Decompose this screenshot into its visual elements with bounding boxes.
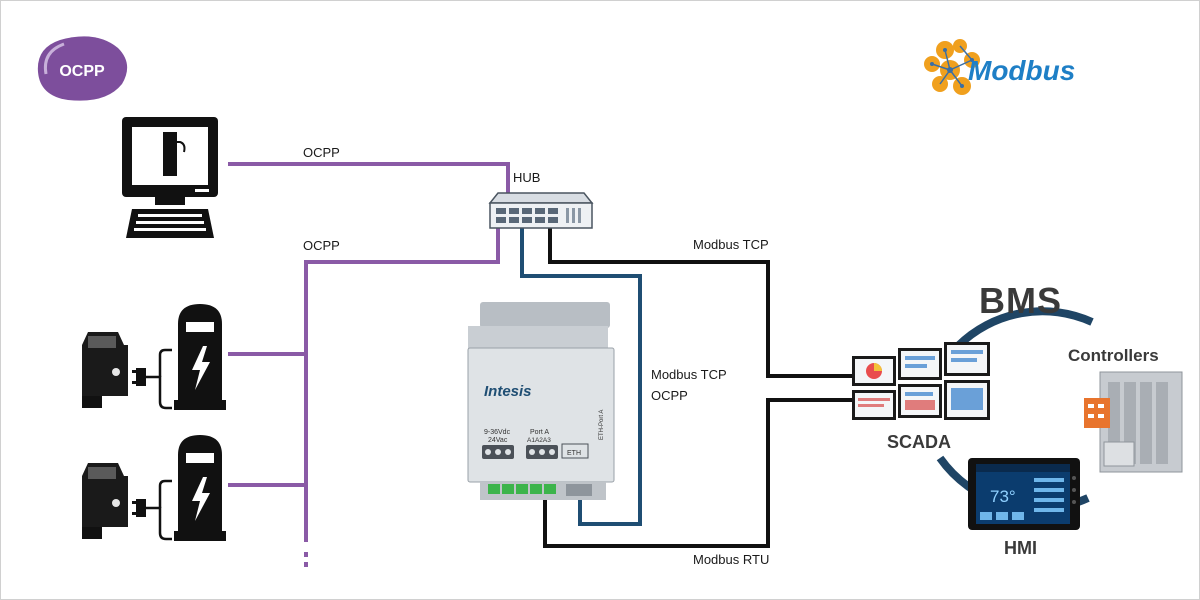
controllers-icon	[1084, 371, 1183, 473]
ocpp-label-top: OCPP	[303, 145, 340, 160]
ocpp-logo-text: OCPP	[59, 63, 105, 80]
modbus-rtu-line	[543, 398, 852, 548]
ocpp-label-gateway: OCPP	[651, 388, 688, 403]
gateway-line	[520, 224, 642, 526]
bms-label: BMS	[979, 280, 1062, 321]
ocpp-label-mid: OCPP	[303, 238, 340, 253]
modbus-lines	[543, 224, 852, 548]
scada-monitors-icon	[852, 342, 990, 420]
scada-label: SCADA	[887, 432, 952, 452]
gateway-power-label: 9-36Vdc	[484, 429, 511, 436]
charging-post-icon	[174, 435, 226, 541]
modbus-tcp-line	[548, 224, 852, 378]
gateway-port-label: Port A	[530, 429, 549, 436]
ocpp-lines	[228, 162, 510, 572]
charging-post-icon	[174, 304, 226, 410]
modbus-tcp-label-gateway: Modbus TCP	[651, 367, 727, 382]
modbus-rtu-label: Modbus RTU	[693, 552, 770, 567]
modbus-logo: Modbus	[924, 39, 1075, 95]
hmi-panel-icon: 73°	[968, 458, 1080, 530]
controllers-label: Controllers	[1068, 346, 1159, 365]
hub-icon	[488, 192, 594, 229]
ocpp-logo: OCPP	[37, 36, 128, 101]
modbus-network-icon	[924, 39, 980, 95]
gateway-eth-port-label: ETH-Port A	[599, 410, 605, 440]
computer-icon	[122, 117, 218, 238]
ev-charger-station-1	[82, 304, 226, 410]
car-icon	[82, 463, 128, 539]
modbus-logo-text: Modbus	[968, 55, 1075, 86]
ocpp-line-hub-chargers	[304, 224, 500, 542]
ocpp-line-computer-hub	[228, 162, 510, 196]
intesis-gateway: Intesis 9-36Vdc 24Vac Port A A1A2A3 ETH …	[467, 302, 615, 500]
plug-icon	[132, 499, 146, 517]
hmi-temperature: 73°	[990, 487, 1016, 506]
ev-charger-station-2	[82, 435, 226, 541]
plug-icon	[132, 368, 146, 386]
gateway-pins-label: A1A2A3	[527, 437, 551, 444]
gateway-power2-label: 24Vac	[488, 437, 508, 444]
bms-ring	[955, 307, 1094, 349]
modbus-tcp-label-right: Modbus TCP	[693, 237, 769, 252]
gateway-eth-label: ETH	[567, 450, 581, 457]
gateway-brand: Intesis	[484, 383, 532, 400]
hub-label: HUB	[513, 170, 541, 185]
hmi-label: HMI	[1004, 538, 1037, 558]
car-icon	[82, 332, 128, 408]
